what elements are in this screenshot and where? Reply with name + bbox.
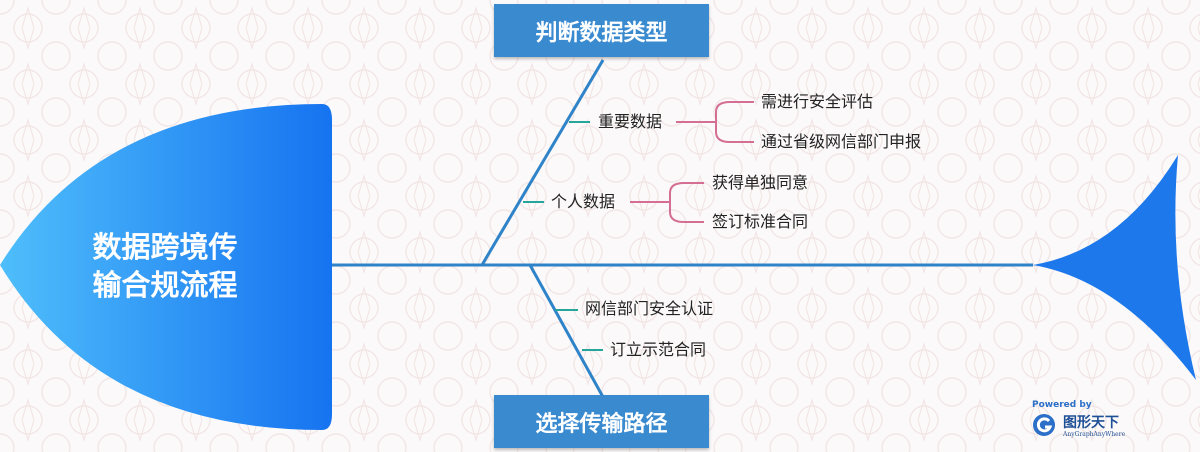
brand-name: 图形天下 [1063, 415, 1119, 431]
branch-personal-data: 个人数据 [551, 192, 616, 211]
item-provincial-filing: 通过省级网信部门申报 [761, 132, 922, 151]
branch-important-data: 重要数据 [598, 112, 663, 131]
brand-subtitle: AnyGraphAnyWhere [1063, 431, 1126, 438]
bone-upper [480, 59, 605, 266]
brand-powered-by: Powered by [1032, 400, 1092, 410]
bracket-personal-data [630, 182, 704, 223]
branch-model-contract: 订立示范合同 [610, 340, 707, 359]
brand-logo-icon [1033, 414, 1055, 436]
category-label: 选择传输路径 [535, 411, 668, 437]
item-separate-consent: 获得单独同意 [712, 173, 809, 192]
brand-watermark: Powered by 图形天下 AnyGraphAnyWhere [1030, 400, 1150, 444]
category-box-transfer-path: 选择传输路径 [494, 395, 709, 448]
fish-head [0, 104, 332, 430]
item-security-assessment: 需进行安全评估 [761, 92, 874, 111]
branch-security-certification: 网信部门安全认证 [585, 299, 714, 318]
diagram-title: 数据跨境传输合规流程 [92, 230, 238, 302]
category-label: 判断数据类型 [535, 20, 668, 46]
item-standard-contract: 签订标准合同 [712, 212, 809, 231]
bone-lower [528, 264, 605, 398]
category-box-data-type: 判断数据类型 [494, 4, 709, 57]
fish-tail [1033, 155, 1196, 380]
